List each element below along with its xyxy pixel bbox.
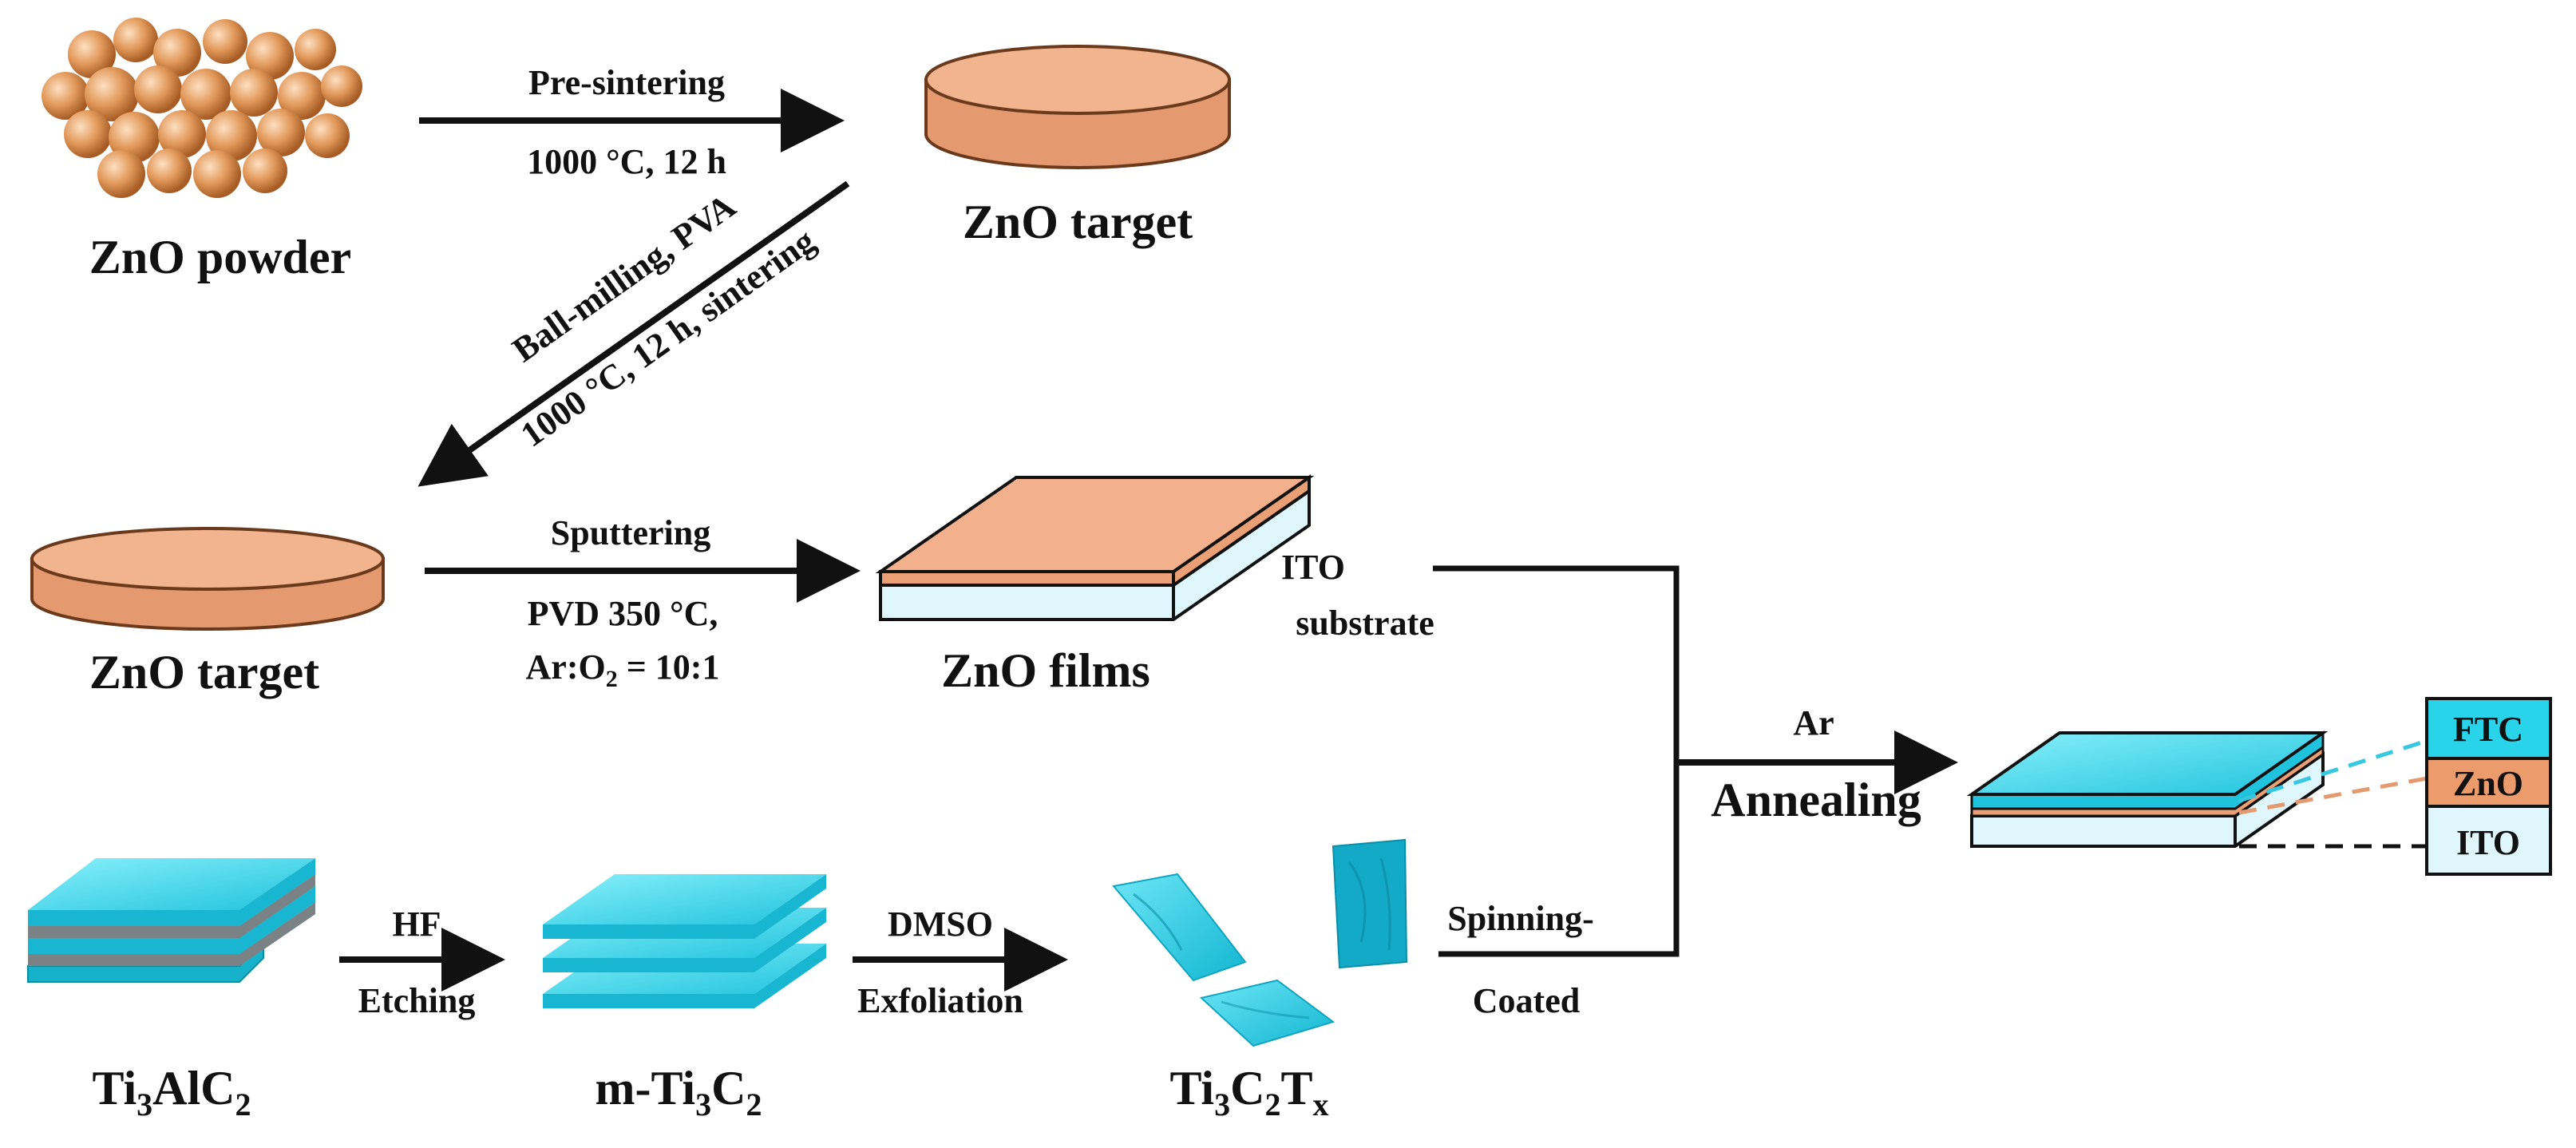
powder-particle: [230, 69, 278, 117]
powder-particle: [257, 109, 305, 156]
powder-particle: [246, 32, 294, 80]
hf-label: HF: [392, 905, 441, 944]
ito-layer-box: [2425, 805, 2552, 876]
zno-target-label-top: ZnO target: [963, 196, 1193, 248]
zno-layer-label: ZnO: [2453, 764, 2523, 803]
ito-layer-label: ITO: [2456, 823, 2520, 862]
zno-powder-icon: [42, 18, 362, 198]
powder-particle: [206, 110, 257, 161]
powder-particle: [180, 69, 231, 120]
powder-particle: [97, 150, 145, 198]
substrate-label: substrate: [1296, 604, 1434, 643]
zno-powder-label: ZnO powder: [89, 231, 351, 283]
powder-particle: [295, 29, 336, 70]
powder-particle: [113, 18, 158, 62]
powder-particle: [278, 72, 326, 120]
zno-films-label: ZnO films: [941, 644, 1150, 697]
m-ti3c2-label: m-Ti3C2: [596, 1062, 762, 1122]
ar-label: Ar: [1793, 703, 1834, 742]
zno-films-connector: [1433, 565, 1680, 762]
powder-particle: [68, 30, 116, 78]
powder-particle: [42, 72, 89, 120]
m-ti3c2-stack-icon: [543, 874, 826, 1008]
annealing-label: Annealing: [1711, 774, 1921, 826]
coated-label: Coated: [1473, 981, 1580, 1020]
ftc-layer-box: [2425, 697, 2552, 760]
powder-particle: [85, 67, 139, 121]
zno-target-disc-mid: [30, 527, 385, 631]
pre-sintering-label: Pre-sintering: [528, 63, 725, 102]
ftc-layer-label: FTC: [2453, 710, 2523, 749]
powder-particle: [243, 148, 287, 193]
powder-particle: [147, 148, 192, 193]
ti3alc2-stack-icon: [27, 858, 315, 983]
zno-film-on-ito-slab: [875, 474, 1315, 621]
powder-particle: [203, 19, 247, 64]
ito-label: ITO: [1281, 548, 1345, 587]
sputtering-conditions-2: Ar:O2 = 10:1: [526, 647, 720, 692]
sputtering-label: Sputtering: [551, 513, 710, 552]
exfoliation-label: Exfoliation: [857, 981, 1023, 1020]
zno-layer-box: [2425, 757, 2552, 808]
ftc-zno-ito-device: [1966, 730, 2329, 848]
ftc-leader: [2238, 738, 2428, 803]
zno-leader: [2238, 776, 2428, 815]
powder-particle: [158, 110, 206, 158]
pre-sintering-conditions: 1000 °C, 12 h: [527, 142, 726, 181]
powder-particle: [305, 113, 350, 158]
spinning-label: Spinning-: [1447, 899, 1593, 938]
sputtering-conditions-1: PVD 350 °C,: [528, 594, 718, 633]
ti3c2tx-flakes-icon: [1112, 838, 1408, 1047]
zno-target-disc-top: [924, 45, 1231, 169]
powder-particle: [64, 110, 112, 158]
ti3c2tx-label: Ti3C2Tx: [1170, 1062, 1329, 1122]
etching-label: Etching: [358, 981, 476, 1020]
powder-particle: [321, 65, 362, 107]
dmso-label: DMSO: [888, 905, 993, 944]
ti3alc2-label: Ti3AlC2: [93, 1062, 251, 1122]
powder-particle: [134, 65, 182, 113]
zno-target-label-mid: ZnO target: [89, 646, 319, 699]
spin-coat-connector: [1438, 762, 1680, 957]
powder-particle: [193, 150, 241, 198]
ball-milling-arrow: [417, 180, 850, 487]
powder-particle: [153, 29, 201, 77]
